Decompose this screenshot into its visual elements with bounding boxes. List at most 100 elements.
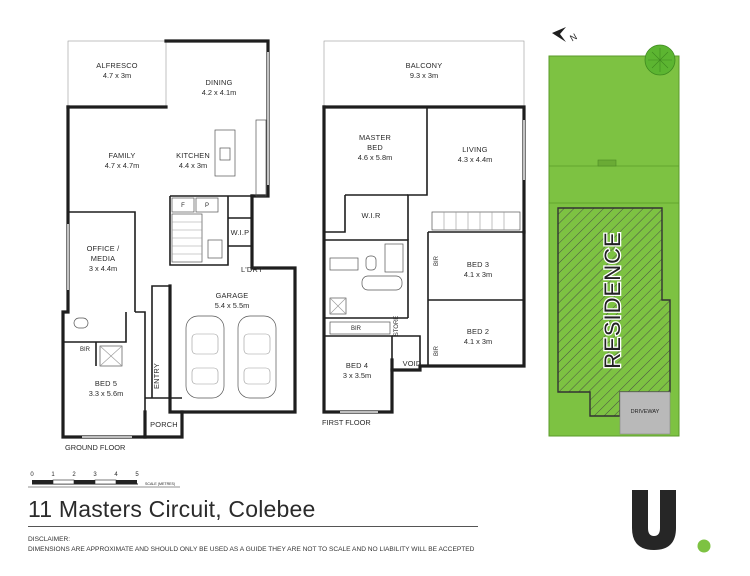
disclaimer-text: DIMENSIONS ARE APPROXIMATE AND SHOULD ON… [28, 546, 475, 553]
master-size: 4.6 x 5.8m [358, 153, 393, 162]
driveway-label: DRIVEWAY [631, 409, 660, 415]
bathroom-shower-ff [329, 297, 347, 315]
ground-floor-plan: ALFRESCO 4.7 x 3m DINING 4.2 x 4.1m FAMI… [61, 39, 297, 452]
scale-bar: 0 1 2 3 4 5 SCALE (METRES) [28, 472, 180, 488]
dining-label: DINING [205, 78, 232, 87]
balcony-size: 9.3 x 3m [410, 71, 438, 80]
fridge-cabinet [171, 197, 195, 213]
alfresco-label: ALFRESCO [96, 61, 137, 70]
wir-label: W.I.R [361, 211, 380, 220]
alfresco-size: 4.7 x 3m [103, 71, 131, 80]
void-label: VOID [403, 359, 422, 368]
first-floor-plan: BALCONY 9.3 x 3m MASTER BED 4.6 x 5.8m L… [322, 40, 526, 427]
ff-stairs [431, 211, 521, 231]
kitchen-bench [255, 119, 267, 197]
bed4-wall [324, 335, 393, 360]
garage-car-left [185, 315, 225, 399]
pantry-cabinet [195, 197, 219, 213]
north-arrow-icon: N [552, 27, 579, 43]
bed3-label: BED 3 [467, 260, 489, 269]
garage-size: 5.4 x 5.5m [215, 301, 250, 310]
bed3-size: 4.1 x 3m [464, 270, 492, 279]
bed5-label: BED 5 [95, 379, 117, 388]
logo-u-mark [632, 490, 676, 550]
wip-label: W.I.P [231, 228, 250, 237]
driveway [619, 391, 671, 435]
ensuite-vanity-ff [329, 257, 359, 271]
living-size: 4.3 x 4.4m [458, 155, 493, 164]
scale-tick-1: 1 [51, 472, 55, 478]
gf-wall-porch [143, 410, 184, 439]
gf-wall-garage [168, 194, 297, 414]
family-size: 4.7 x 4.7m [105, 161, 140, 170]
kitchen-size: 4.4 x 3m [179, 161, 207, 170]
bed4-size: 3 x 3.5m [343, 371, 371, 380]
scale-tick-3: 3 [93, 472, 97, 478]
store-wall [392, 335, 421, 366]
bed4-robe [329, 321, 391, 335]
balcony-label: BALCONY [406, 61, 443, 70]
dining-size: 4.2 x 4.1m [202, 88, 237, 97]
brand-logo [632, 490, 711, 553]
family-label: FAMILY [109, 151, 136, 160]
ensuite-basin [73, 317, 89, 329]
ensuite-toilet-ff [365, 255, 377, 271]
residence-label: RESIDENCE [600, 231, 625, 368]
disclaimer-heading: DISCLAIMER: [28, 536, 71, 543]
title-divider [28, 526, 478, 527]
ensuite-shower-ff [384, 243, 404, 273]
north-label: N [568, 31, 579, 43]
office-label-line2: MEDIA [91, 254, 115, 263]
bathtub [361, 275, 403, 291]
bed4-bir-label: BIR [351, 326, 362, 332]
kitchen-label: KITCHEN [176, 151, 210, 160]
entry-label: ENTRY [152, 363, 161, 389]
scale-tick-0: 0 [30, 472, 34, 478]
kitchen-island [214, 129, 236, 177]
property-title: 11 Masters Circuit, Colebee [28, 496, 316, 522]
store-label: STORE [394, 316, 400, 337]
scale-tick-4: 4 [114, 472, 118, 478]
gf-wall-east-upper [164, 39, 270, 198]
stair-wall [169, 196, 229, 266]
master-label-line1: MASTER [359, 133, 391, 142]
entry-wall-east [151, 285, 170, 398]
bed5-size: 3.3 x 5.6m [89, 389, 124, 398]
garage-label: GARAGE [216, 291, 249, 300]
scale-tick-5: 5 [135, 472, 139, 478]
fridge-label: F [181, 203, 185, 209]
office-size: 3 x 4.4m [89, 264, 117, 273]
living-label: LIVING [462, 145, 487, 154]
gf-stairs [171, 213, 223, 263]
site-plan: RESIDENCE DRIVEWAY N [548, 27, 680, 437]
bed2-label: BED 2 [467, 327, 489, 336]
gf-bir-label: BIR [80, 347, 91, 353]
ff-wall-east [390, 230, 526, 372]
garage-car-right [237, 315, 277, 399]
tree-icon [644, 44, 676, 76]
office-wall [68, 211, 136, 312]
master-living-wall [407, 107, 428, 240]
bed2-size: 4.1 x 3m [464, 337, 492, 346]
pantry-label: P [205, 203, 209, 209]
ensuite-shower [99, 345, 123, 367]
logo-dot [697, 539, 711, 553]
bed4-label: BED 4 [346, 361, 368, 370]
office-label-line1: OFFICE / [87, 244, 121, 253]
kitchen-sink [219, 147, 231, 161]
bed5-ensuite-wall [63, 312, 127, 343]
scale-caption: SCALE (METRES) [145, 482, 175, 486]
master-label-line2: BED [367, 143, 383, 152]
garden-bed [597, 159, 617, 167]
scale-tick-2: 2 [72, 472, 76, 478]
ensuite-wall [324, 239, 409, 318]
bed3-bir-label: BIR [434, 255, 440, 266]
entry-wall-west [135, 311, 146, 412]
ff-wall-north [322, 105, 526, 234]
wir-wall-side [324, 195, 346, 233]
first-floor-caption: FIRST FLOOR [322, 418, 371, 427]
bed2-bir-label: BIR [434, 345, 440, 356]
porch-label: PORCH [150, 420, 178, 429]
ground-floor-caption: GROUND FLOOR [65, 443, 125, 452]
